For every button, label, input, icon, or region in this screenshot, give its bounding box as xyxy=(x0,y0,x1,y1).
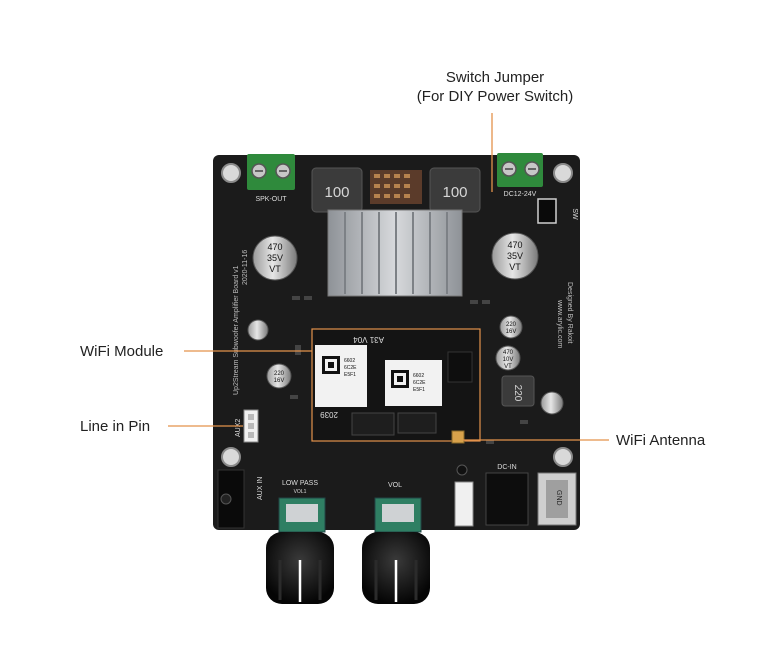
svg-text:VT: VT xyxy=(269,264,281,274)
board-date-text: 2020-11-16 xyxy=(242,250,249,285)
line-in-header xyxy=(243,409,259,443)
switch-jumper xyxy=(537,198,557,224)
module-name-text: A31 V04 xyxy=(353,335,384,344)
wifi-antenna-callout: WiFi Antenna xyxy=(616,432,706,449)
heatsink xyxy=(327,209,463,297)
mounting-hole xyxy=(221,163,241,183)
url-text: www.arylic.com xyxy=(556,299,563,348)
inductor-small: 220 xyxy=(501,375,535,407)
capacitor-small xyxy=(540,391,564,415)
aux2-label: AUX2 xyxy=(235,419,242,437)
svg-text:220: 220 xyxy=(506,322,517,328)
mounting-hole xyxy=(553,163,573,183)
gnd-label: GND xyxy=(555,490,562,506)
low-pass-label: LOW PASS xyxy=(282,480,318,487)
dc-in-jack xyxy=(485,472,529,526)
switch-jumper-title: Switch Jumper xyxy=(445,69,545,86)
knob-volume xyxy=(362,532,430,604)
sw-label: SW xyxy=(571,208,578,220)
svg-text:16V: 16V xyxy=(274,378,285,384)
line-in-pin-callout: Line in Pin xyxy=(80,418,151,435)
capacitor-left: 470 35V VT xyxy=(252,235,298,281)
wifi-module: 6602 6C2E E5F1 6602 6C2E E5F1 A31 V04 20… xyxy=(311,328,481,442)
svg-text:6602: 6602 xyxy=(344,358,355,364)
svg-text:220: 220 xyxy=(274,371,285,377)
knob-low-pass xyxy=(266,532,334,604)
aux-jack xyxy=(217,469,245,529)
pot-low-pass xyxy=(278,497,326,533)
svg-text:VT: VT xyxy=(504,364,512,370)
capacitor-mid-left: 220 16V xyxy=(266,363,292,389)
svg-text:100: 100 xyxy=(324,184,349,201)
capacitor-mid-right-top: 220 16V xyxy=(499,315,523,339)
svg-text:470: 470 xyxy=(267,242,282,252)
mounting-hole xyxy=(553,447,573,467)
svg-text:470: 470 xyxy=(507,240,522,250)
wifi-module-callout: WiFi Module xyxy=(80,343,164,360)
board-title-text: Up2Stream Subwoofer Amplifier Board v1 xyxy=(233,265,240,395)
vol1-label: VOL1 xyxy=(294,489,307,495)
switch-jumper-callout: Switch Jumper (For DIY Power Switch) xyxy=(405,68,585,106)
wifi-antenna xyxy=(451,430,465,444)
designed-by-text: Designed By Rakoit xyxy=(566,282,573,344)
mounting-hole xyxy=(221,447,241,467)
inductor-left: 100 xyxy=(311,167,363,213)
power-switch xyxy=(454,481,474,527)
svg-text:35V: 35V xyxy=(267,253,283,263)
svg-text:220: 220 xyxy=(512,385,523,402)
dc-voltage-label: DC12-24V xyxy=(504,191,537,198)
svg-text:35V: 35V xyxy=(507,251,523,261)
svg-text:100: 100 xyxy=(442,184,467,201)
spk-out-label: SPK-OUT xyxy=(255,196,287,203)
status-led xyxy=(456,464,468,476)
dc-terminal xyxy=(497,153,543,187)
svg-text:6C2E: 6C2E xyxy=(344,365,357,371)
inductor-right: 100 xyxy=(429,167,481,213)
dc-in-label: DC-IN xyxy=(497,464,516,471)
capacitor-right: 470 35V VT xyxy=(491,232,539,280)
svg-text:VT: VT xyxy=(509,262,521,272)
svg-text:E5F1: E5F1 xyxy=(344,372,356,378)
svg-text:E5F1: E5F1 xyxy=(413,387,425,393)
speaker-terminal xyxy=(247,154,295,190)
svg-text:6C2E: 6C2E xyxy=(413,380,426,386)
svg-text:10V: 10V xyxy=(503,357,514,363)
svg-text:470: 470 xyxy=(503,350,514,356)
svg-text:16V: 16V xyxy=(506,329,517,335)
svg-text:6602: 6602 xyxy=(413,373,424,379)
switch-jumper-subtitle: (For DIY Power Switch) xyxy=(416,88,574,105)
module-number-text: 2039 xyxy=(320,410,338,419)
vol-label: VOL xyxy=(388,482,402,489)
aux-in-label: AUX IN xyxy=(257,477,264,500)
capacitor-small-right: 470 10V VT xyxy=(495,345,521,371)
pot-volume xyxy=(374,497,422,533)
capacitor-small xyxy=(247,319,269,341)
